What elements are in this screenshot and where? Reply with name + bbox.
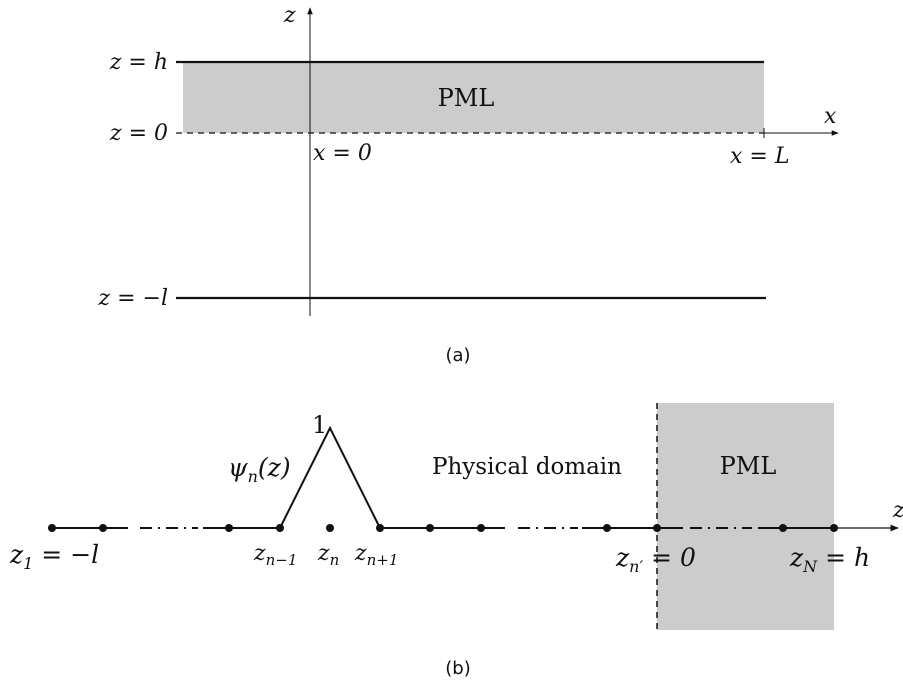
node-label-zn-minus-1: zn−1 bbox=[253, 541, 297, 569]
node-z1 bbox=[48, 524, 56, 532]
node-label-zn: zn bbox=[317, 541, 339, 569]
axis-label-x-a: x bbox=[824, 104, 837, 129]
label-x-L: x = L bbox=[730, 144, 789, 169]
node bbox=[225, 524, 233, 532]
hat-function bbox=[279, 425, 381, 529]
peak-label: 1 bbox=[312, 411, 327, 439]
node-zn-plus-1 bbox=[376, 524, 384, 532]
mesh-nodes bbox=[48, 524, 838, 532]
node bbox=[477, 524, 485, 532]
pml-region-a bbox=[183, 62, 764, 133]
pml-label-b: PML bbox=[720, 452, 777, 480]
node-zn-minus-1 bbox=[276, 524, 284, 532]
node-label-zN: zN = h bbox=[789, 543, 870, 576]
node-label-z1: z1 = −l bbox=[9, 540, 99, 573]
physical-domain-label: Physical domain bbox=[432, 454, 622, 480]
pml-region-b bbox=[657, 403, 834, 630]
panel-a: z x z = h z = 0 z = −l x = 0 x = L PML (… bbox=[98, 3, 839, 366]
node-z2 bbox=[99, 524, 107, 532]
node-label-zn-plus-1: zn+1 bbox=[354, 541, 398, 569]
node-label-zn-prime: zn′ = 0 bbox=[615, 543, 696, 576]
node bbox=[426, 524, 434, 532]
basis-function-label: ψn(z) bbox=[228, 453, 291, 486]
label-z-h: z = h bbox=[109, 50, 168, 75]
caption-b: (b) bbox=[445, 658, 470, 679]
label-x-0: x = 0 bbox=[313, 141, 372, 166]
axis-label-z-b: z bbox=[892, 498, 903, 523]
panel-b: z 1 ψn(z) Physical domain PML z1 = −l zn… bbox=[9, 403, 903, 679]
node bbox=[603, 524, 611, 532]
node-zN bbox=[830, 524, 838, 532]
node bbox=[779, 524, 787, 532]
label-z-neg-l: z = −l bbox=[98, 286, 168, 311]
pml-label-a: PML bbox=[438, 84, 495, 112]
axis-label-z-a: z bbox=[283, 3, 296, 28]
node-zn bbox=[326, 524, 334, 532]
label-z-0: z = 0 bbox=[109, 121, 168, 146]
node-zn-prime bbox=[653, 524, 661, 532]
caption-a: (a) bbox=[445, 345, 470, 366]
